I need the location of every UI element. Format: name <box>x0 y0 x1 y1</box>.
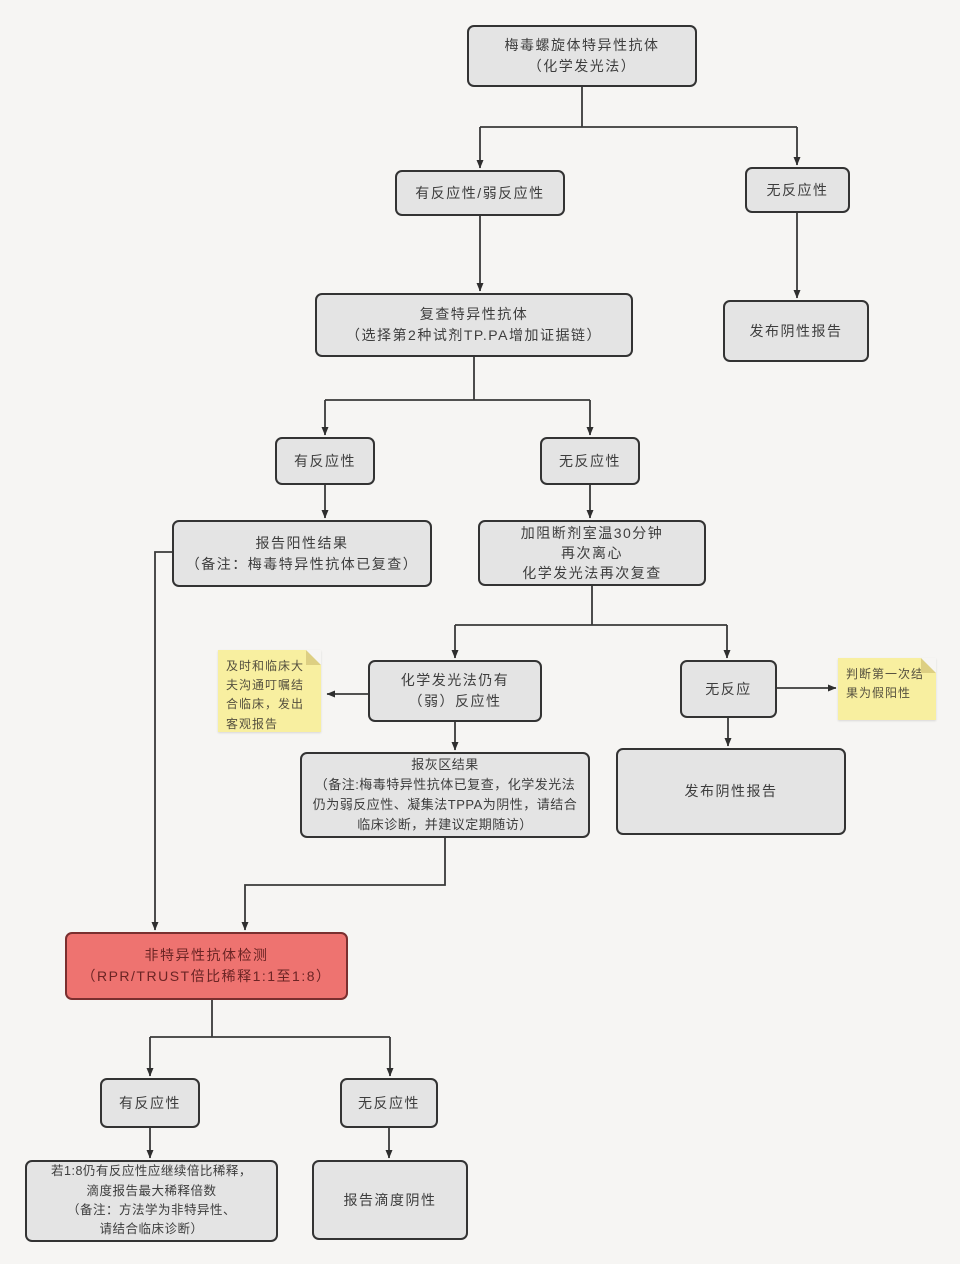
node-nonspecific-test: 非特异性抗体检测 （RPR/TRUST倍比稀释1:1至1:8） <box>65 932 348 1000</box>
node-positive-result: 报告阳性结果 （备注：梅毒特异性抗体已复查） <box>172 520 432 587</box>
node-nonreactive-1: 无反应性 <box>745 167 850 213</box>
node-reactive-2: 有反应性 <box>275 437 375 485</box>
node-blocker-recheck: 加阻断剂室温30分钟 再次离心 化学发光法再次复查 <box>478 520 706 586</box>
note-clinical-communication: 及时和临床大夫沟通叮嘱结合临床，发出客观报告 <box>218 650 321 732</box>
node-reactive-3: 有反应性 <box>100 1078 200 1128</box>
node-titer-negative: 报告滴度阴性 <box>312 1160 468 1240</box>
node-nonreactive-2: 无反应性 <box>540 437 640 485</box>
node-titer-continue: 若1:8仍有反应性应继续倍比稀释， 滴度报告最大稀释倍数 （备注：方法学为非特异… <box>25 1160 278 1242</box>
node-nonreactive-3: 无反应性 <box>340 1078 438 1128</box>
node-reactive-weak: 有反应性/弱反应性 <box>395 170 565 216</box>
node-start: 梅毒螺旋体特异性抗体 （化学发光法） <box>467 25 697 87</box>
node-gray-zone: 报灰区结果 （备注:梅毒特异性抗体已复查，化学发光法仍为弱反应性、凝集法TPPA… <box>300 752 590 838</box>
node-recheck: 复查特异性抗体 （选择第2种试剂TP.PA增加证据链） <box>315 293 633 357</box>
node-no-reaction: 无反应 <box>680 660 777 718</box>
node-cl-still-weak: 化学发光法仍有 （弱）反应性 <box>368 660 542 722</box>
node-negative-report-2: 发布阴性报告 <box>616 748 846 835</box>
note-false-positive: 判断第一次结果为假阳性 <box>838 658 936 720</box>
node-negative-report-1: 发布阴性报告 <box>723 300 869 362</box>
